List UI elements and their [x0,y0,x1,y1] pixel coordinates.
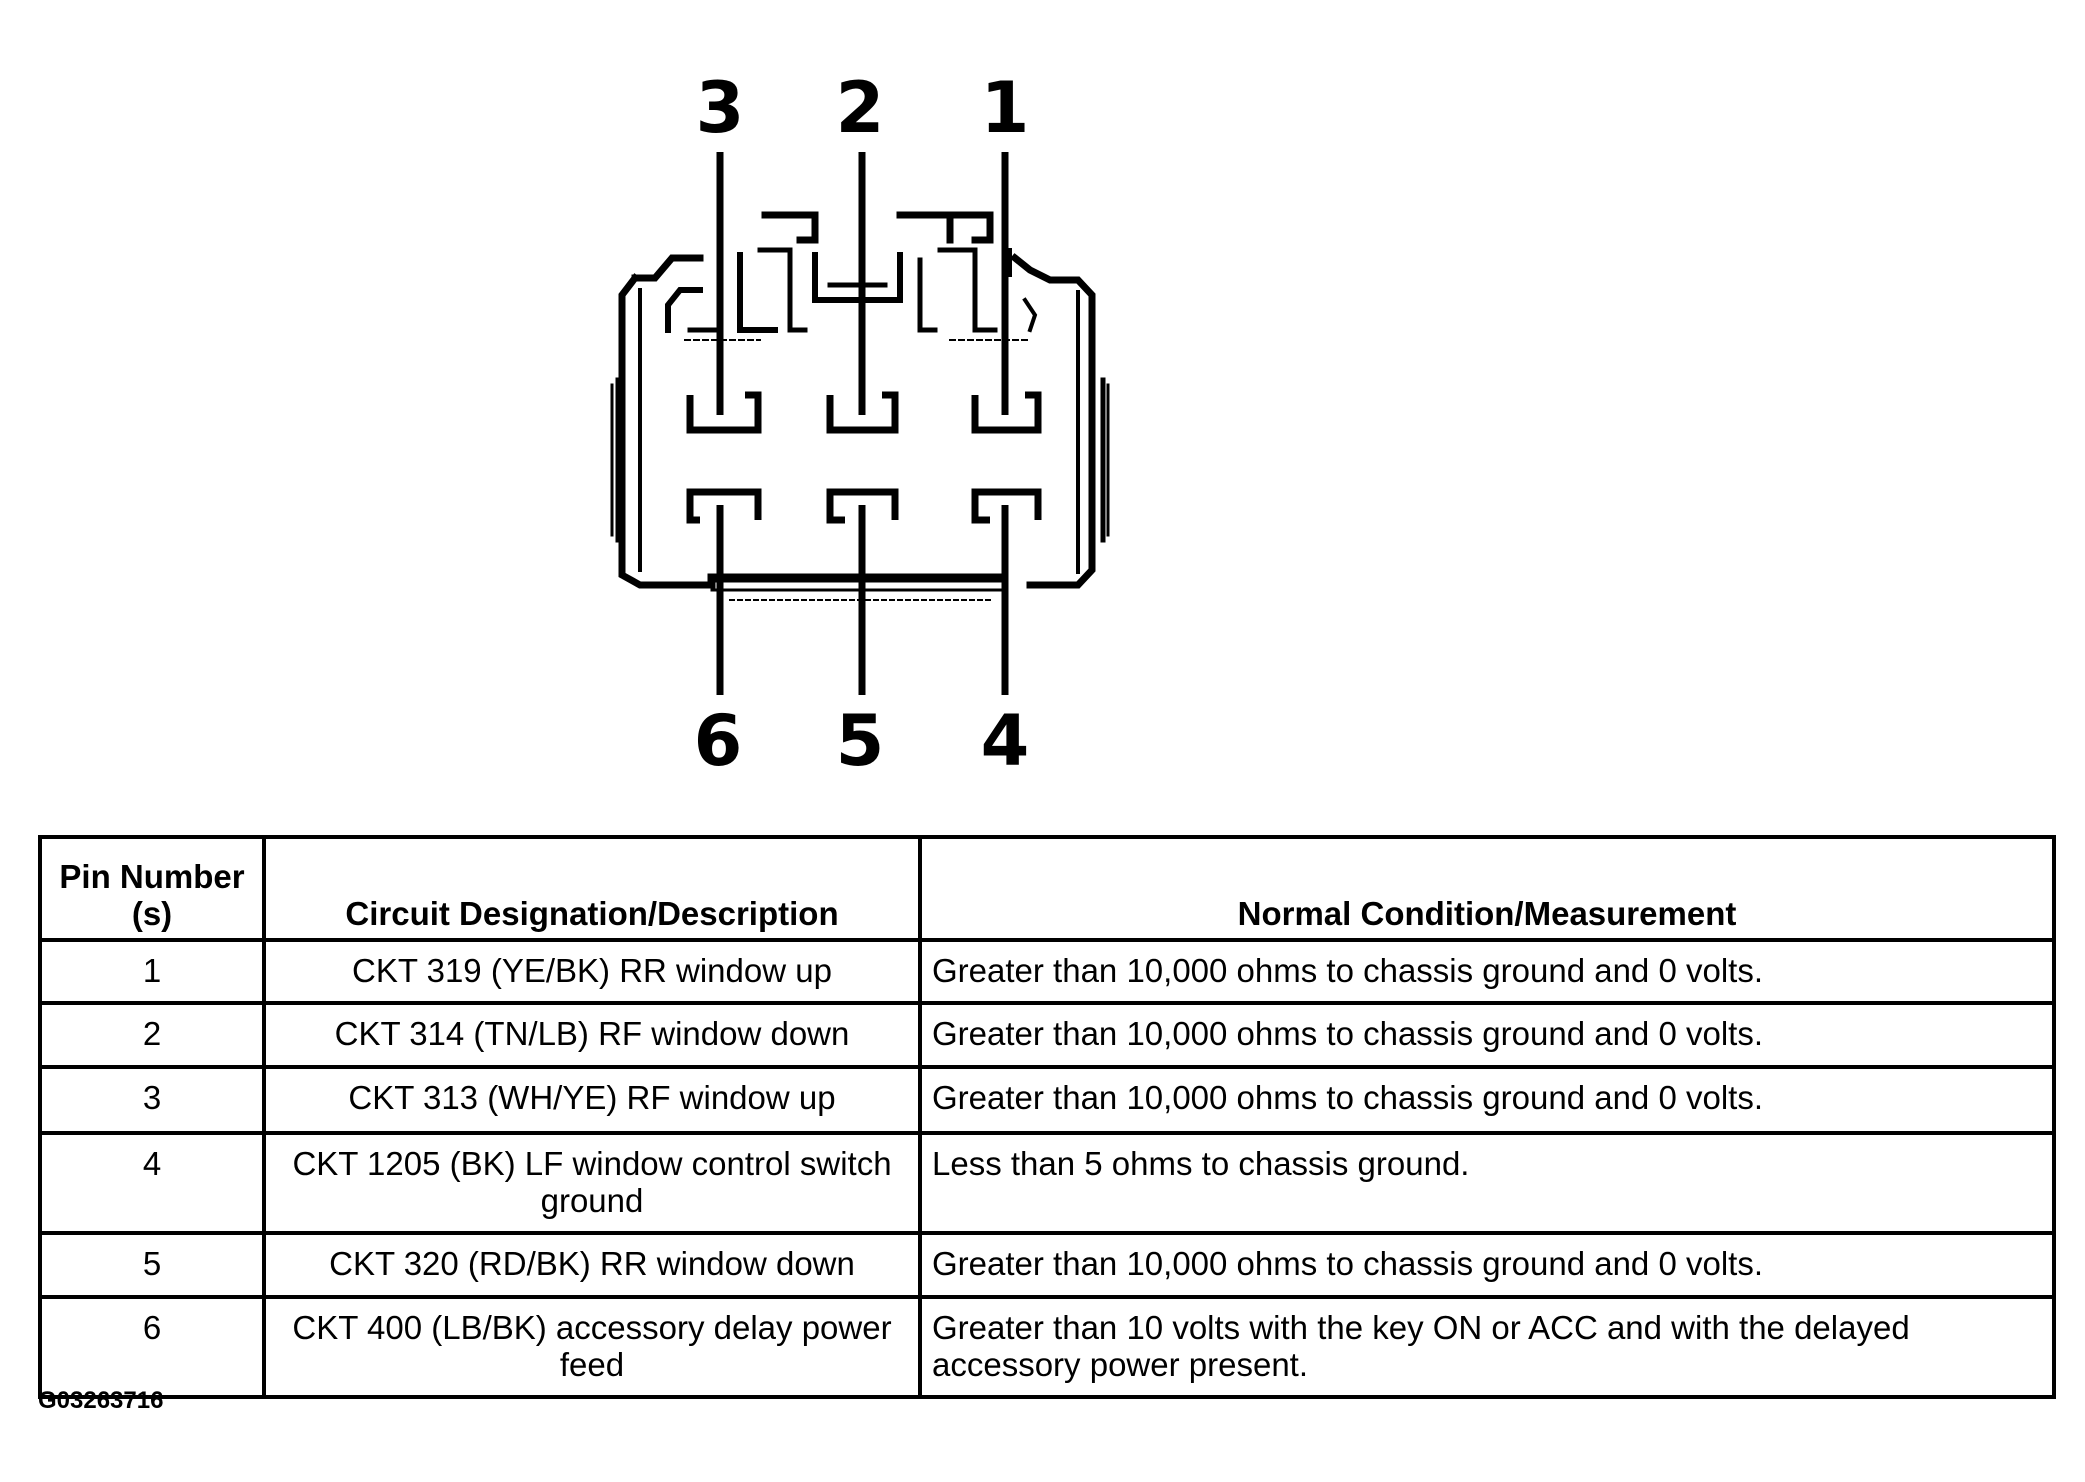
cell-pin: 4 [38,1131,266,1235]
cavity-6 [686,488,762,524]
table-row: 1 CKT 319 (YE/BK) RR window up Greater t… [38,938,2056,1005]
pin-label-1: 1 [981,67,1030,149]
table-row: 2 CKT 314 (TN/LB) RF window down Greater… [38,1001,2056,1069]
cell-circuit: CKT 320 (RD/BK) RR window down [262,1231,922,1299]
connector-housing [610,211,1110,601]
cell-circuit: CKT 314 (TN/LB) RF window down [262,1001,922,1069]
table-row: 5 CKT 320 (RD/BK) RR window down Greater… [38,1231,2056,1299]
pin-label-2: 2 [836,67,885,149]
cell-condition: Greater than 10,000 ohms to chassis grou… [918,1001,2056,1069]
header-circuit: Circuit Designation/Description [262,835,922,942]
cavity-3 [686,391,762,434]
connector-diagram: 3 2 1 6 5 4 [610,67,1110,782]
pin-label-5: 5 [836,700,885,782]
table-row: 6 CKT 400 (LB/BK) accessory delay power … [38,1295,2056,1399]
cell-pin: 1 [38,938,266,1005]
cell-pin: 5 [38,1231,266,1299]
cell-circuit: CKT 313 (WH/YE) RF window up [262,1065,922,1135]
cell-condition: Greater than 10,000 ohms to chassis grou… [918,1065,2056,1135]
pin-table: Pin Number (s) Circuit Designation/Descr… [38,835,2056,1399]
table-row: 4 CKT 1205 (BK) LF window control switch… [38,1131,2056,1235]
pin-label-4: 4 [981,700,1030,782]
pin-label-3: 3 [696,67,745,149]
terminal-cavities-bottom [686,488,1042,524]
terminal-cavities-top [686,391,1042,434]
cell-pin: 2 [38,1001,266,1069]
table-header-row: Pin Number (s) Circuit Designation/Descr… [38,835,2056,942]
cell-circuit: CKT 1205 (BK) LF window control switch g… [262,1131,922,1235]
cavity-1 [971,391,1042,434]
header-pin-number: Pin Number (s) [38,835,266,942]
cell-pin: 6 [38,1295,266,1399]
cell-condition: Less than 5 ohms to chassis ground. [918,1131,2056,1235]
cell-pin: 3 [38,1065,266,1135]
cavity-5 [826,488,899,524]
pin-label-6: 6 [694,700,743,782]
cavity-2 [826,391,899,434]
table-row: 3 CKT 313 (WH/YE) RF window up Greater t… [38,1065,2056,1135]
cell-condition: Greater than 10,000 ohms to chassis grou… [918,1231,2056,1299]
pin-leader-lines [716,152,1009,695]
cavity-4 [971,488,1042,524]
cell-condition: Greater than 10,000 ohms to chassis grou… [918,938,2056,1005]
figure-id: G03263716 [38,1387,164,1414]
cell-condition: Greater than 10 volts with the key ON or… [918,1295,2056,1399]
cell-circuit: CKT 400 (LB/BK) accessory delay power fe… [262,1295,922,1399]
header-condition: Normal Condition/Measurement [918,835,2056,942]
cell-circuit: CKT 319 (YE/BK) RR window up [262,938,922,1005]
